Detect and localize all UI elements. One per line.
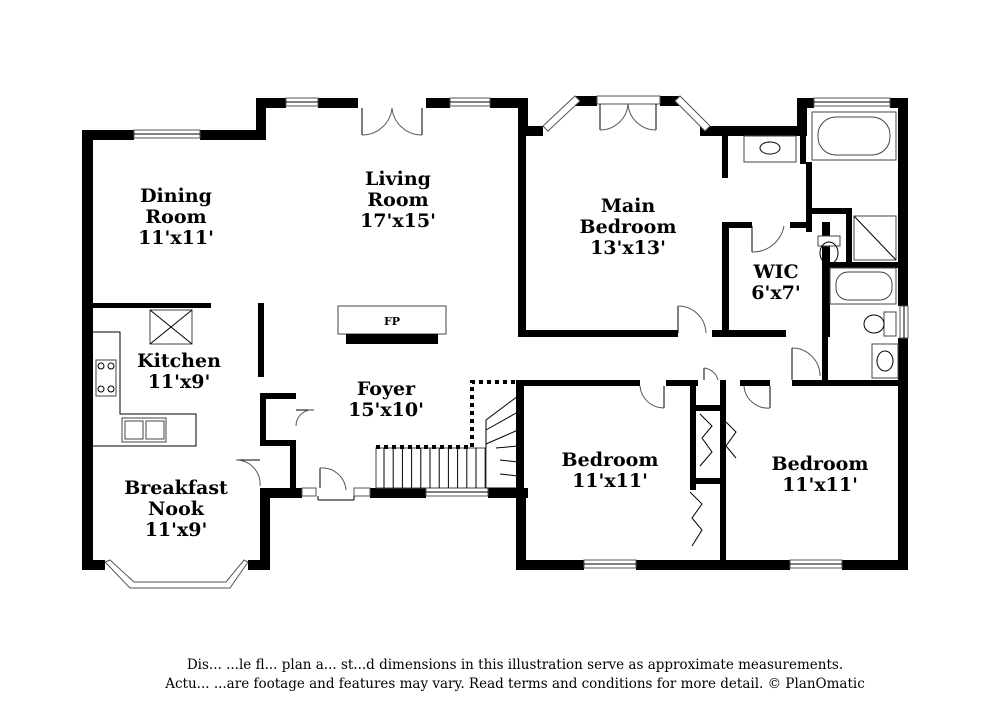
wic-size: 6'x7': [751, 282, 800, 304]
main-bedroom-size: 13'x13': [590, 237, 666, 259]
disclaimer-line-1: Dis... ...le fl... plan a... st...d dime…: [186, 657, 844, 673]
living-room-name-line1: Living: [365, 168, 431, 190]
breakfast-nook-name-line2: Nook: [148, 498, 205, 520]
foyer-size: 15'x10': [348, 399, 424, 421]
kitchen-name: Kitchen: [137, 350, 221, 372]
doors: [235, 98, 821, 547]
bedroom-middle-size: 11'x11': [572, 470, 648, 492]
bedroom-right-size: 11'x11': [782, 474, 858, 496]
main-bedroom-name-line1: Main: [601, 195, 656, 217]
fireplace: FP: [337, 305, 447, 344]
wic-name: WIC: [752, 261, 798, 283]
living-room-name-line2: Room: [367, 189, 428, 211]
dining-room-size: 11'x11': [138, 227, 214, 249]
dining-room-name-line2: Room: [145, 206, 206, 228]
breakfast-nook-name-line1: Breakfast: [124, 477, 228, 499]
disclaimer-line-2: Actu... ...are footage and features may …: [165, 676, 865, 692]
fireplace-label: FP: [384, 315, 400, 328]
breakfast-nook-size: 11'x9': [145, 519, 208, 541]
exterior-walls: [82, 96, 908, 570]
kitchen-size: 11'x9': [148, 371, 211, 393]
windows: [104, 95, 909, 589]
living-room-size: 17'x15': [360, 210, 436, 232]
main-bedroom-name-line2: Bedroom: [580, 216, 677, 238]
stairs: [375, 380, 519, 489]
interior-walls: [93, 126, 908, 570]
foyer-name: Foyer: [357, 378, 416, 400]
room-labels: Dining Room 11'x11' Living Room 17'x15' …: [124, 168, 868, 541]
kitchen-fixtures: [93, 309, 197, 447]
dining-room-name-line1: Dining: [140, 185, 212, 207]
bedroom-right-name: Bedroom: [772, 453, 869, 475]
bedroom-middle-name: Bedroom: [562, 449, 659, 471]
bathroom-fixtures: [743, 111, 899, 379]
